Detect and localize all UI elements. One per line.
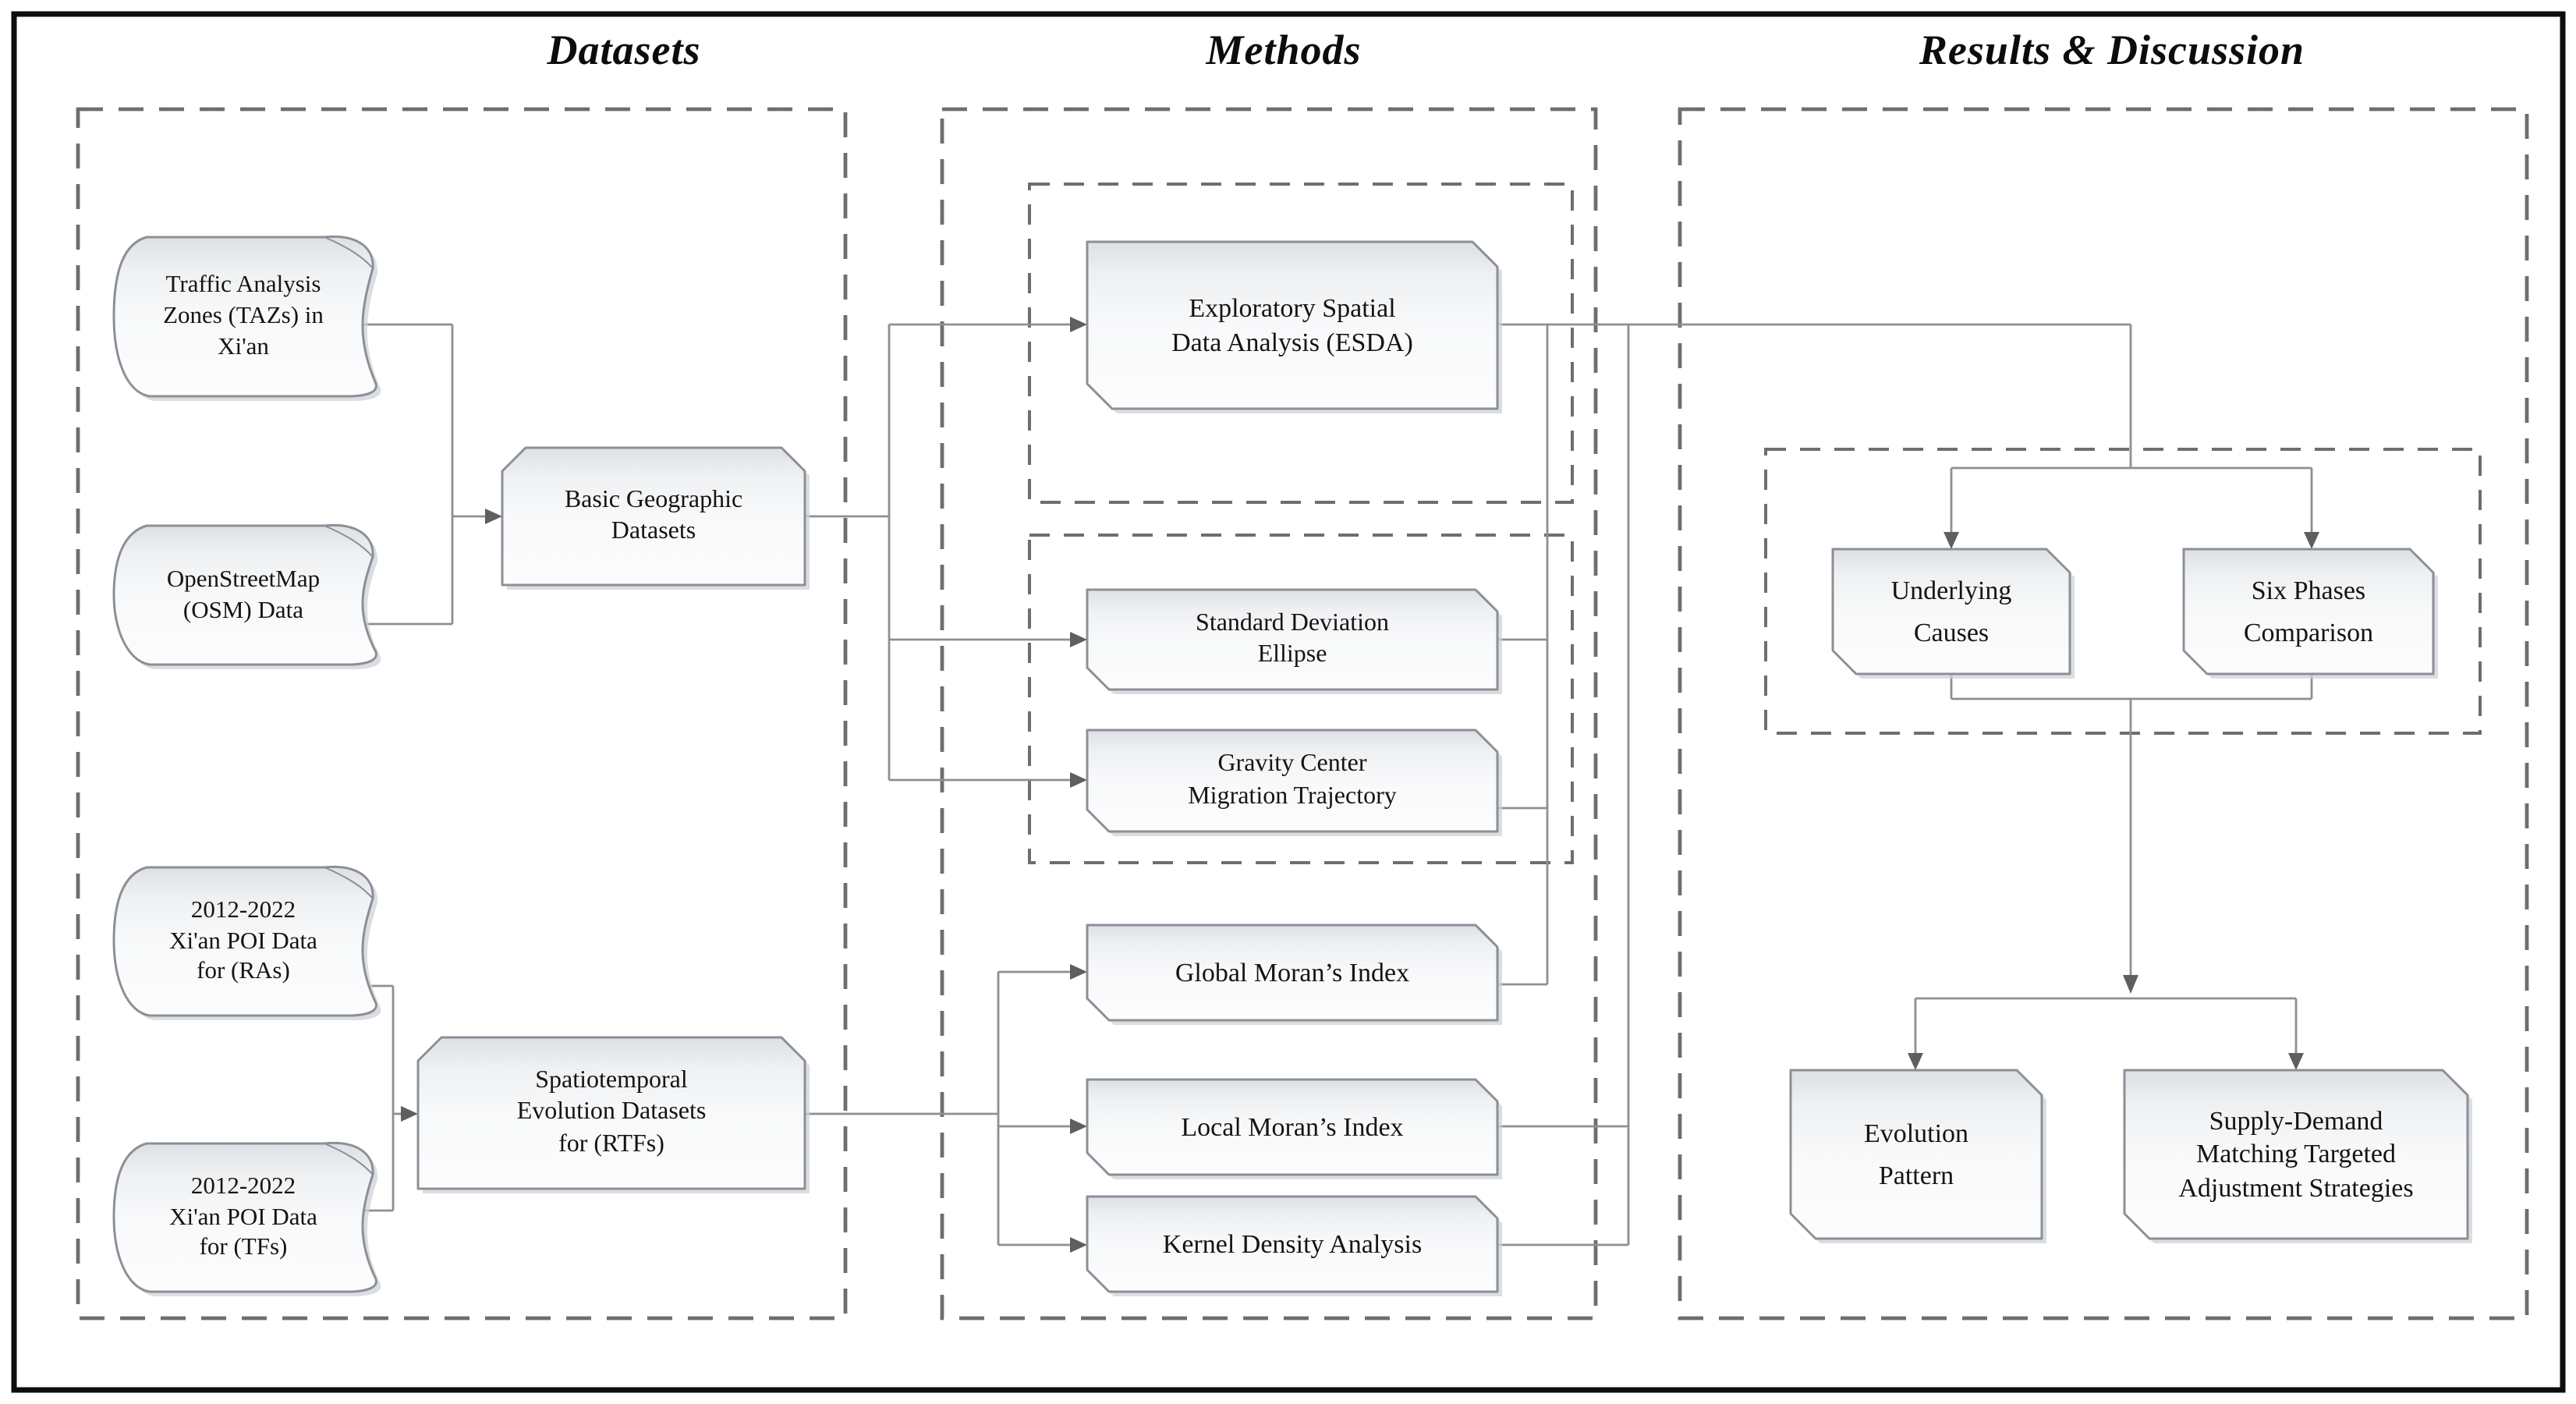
six-phases-shape	[2182, 548, 2435, 675]
outer-frame	[11, 11, 2566, 1393]
poi-tfs-shape	[112, 1141, 377, 1293]
local-moran-shape	[1086, 1078, 1499, 1176]
poi-ras-shape	[112, 865, 377, 1017]
results-column-border	[1678, 107, 2529, 1321]
esda-shape	[1086, 240, 1499, 410]
kernel-shape	[1086, 1195, 1499, 1293]
inner-dashed-borders	[1028, 183, 2482, 864]
methods-column-title: Methods	[1206, 26, 1362, 73]
poi-tfs-curl-line	[324, 1143, 374, 1175]
taz-shape	[112, 235, 377, 398]
supply-demand-shape	[2123, 1069, 2469, 1240]
datasets-column-border	[76, 107, 848, 1321]
evolution-shape	[1789, 1069, 2043, 1240]
causes-group-border	[1764, 448, 2482, 735]
datasets-column-title: Datasets	[547, 26, 701, 73]
results-column-title: Results & Discussion	[1919, 26, 2305, 73]
underlying-shape	[1831, 548, 2071, 675]
osm-curl-line	[324, 525, 374, 558]
esda-group-border	[1028, 183, 1574, 504]
column-dashed-borders	[76, 107, 2529, 1321]
connectors	[354, 323, 2313, 1246]
spatiotemporal-shape	[416, 1036, 806, 1190]
sde-shape	[1086, 588, 1499, 691]
arrowheads	[401, 317, 2319, 1253]
gravity-shape	[1086, 729, 1499, 833]
taz-curl-line	[324, 236, 374, 269]
global-moran-shape	[1086, 924, 1499, 1022]
methods-column-border	[940, 107, 1598, 1321]
basic-geo-shape	[501, 446, 806, 587]
node-shapes	[112, 235, 2469, 1293]
osm-shape	[112, 523, 377, 666]
sde-gravity-group-border	[1028, 534, 1574, 864]
poi-ras-curl-line	[324, 867, 374, 899]
